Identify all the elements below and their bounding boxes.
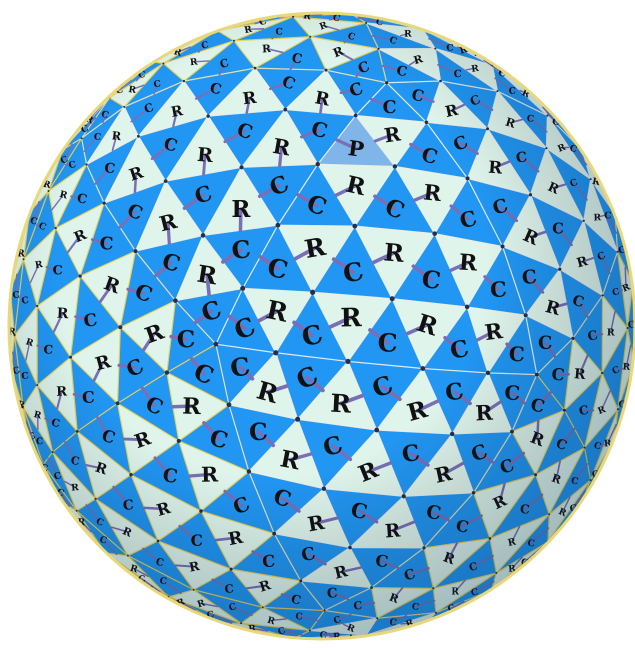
sphere-shading xyxy=(8,12,635,640)
